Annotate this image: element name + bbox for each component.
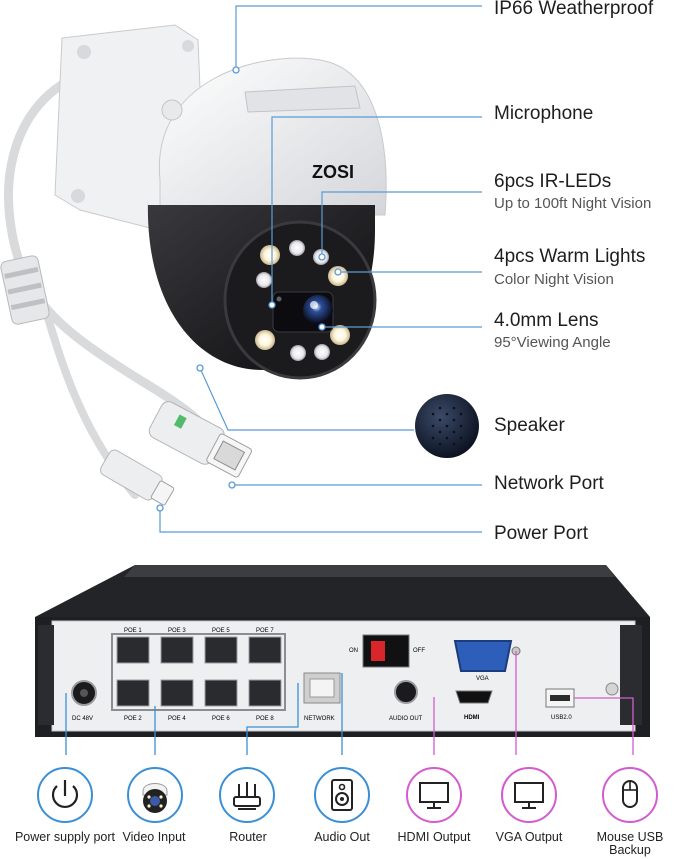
video-input-circle: [127, 767, 183, 823]
label-off: OFF: [413, 648, 425, 654]
feature-lens-subtitle: 95°Viewing Angle: [494, 334, 611, 351]
label-hdmi-output: HDMI Output: [397, 830, 471, 844]
hdmi-output-circle: [406, 767, 462, 823]
nvr-illustration: POE 1 POE 3 POE 5 POE 7 POE 2 POE 4 POE …: [35, 565, 650, 755]
feature-speaker-title: Speaker: [494, 415, 565, 436]
label-router: Router: [229, 830, 267, 844]
feature-power-port-title: Power Port: [494, 523, 588, 544]
feature-ir-leds-title: 6pcs IR-LEDs: [494, 171, 612, 192]
label-network: NETWORK: [304, 716, 335, 722]
label-poe8: POE 8: [256, 716, 274, 722]
warm-light-icon: [260, 245, 280, 265]
feature-ir-leds-subtitle: Up to 100ft Night Vision: [494, 195, 652, 212]
feature-lens-title: 4.0mm Lens: [494, 310, 599, 331]
label-vga: VGA: [476, 676, 489, 682]
label-poe3: POE 3: [168, 628, 186, 634]
router-icon: [233, 782, 261, 810]
monitor-icon: [514, 782, 544, 809]
label-poe1: POE 1: [124, 628, 142, 634]
vga-output-circle: [501, 767, 557, 823]
label-poe6: POE 6: [212, 716, 230, 722]
monitor-icon: [419, 782, 449, 809]
feature-warm-lights-subtitle: Color Night Vision: [494, 271, 614, 288]
label-poe5: POE 5: [212, 628, 230, 634]
label-mouse-usb-backup: Mouse USB Backup: [596, 830, 664, 857]
brand-logo: ZOSI: [312, 162, 354, 182]
label-vga-output: VGA Output: [495, 830, 563, 844]
label-usb: USB2.0: [551, 715, 572, 721]
label-poe7: POE 7: [256, 628, 274, 634]
feature-warm-lights-title: 4pcs Warm Lights: [494, 246, 646, 267]
label-on: ON: [349, 648, 358, 654]
label-poe2: POE 2: [124, 716, 142, 722]
feature-microphone-title: Microphone: [494, 103, 594, 124]
speaker-icon: [331, 779, 353, 811]
label-hdmi: HDMI: [464, 715, 480, 721]
mouse-icon: [622, 780, 638, 808]
label-dc48v: DC 48V: [72, 716, 93, 722]
label-power-supply-port: Power supply port: [14, 830, 116, 844]
power-icon: [51, 780, 79, 808]
power-supply-circle: [37, 767, 93, 823]
camera-illustration: ZOSI: [0, 5, 482, 533]
mouse-usb-circle: [602, 767, 658, 823]
feature-network-port-title: Network Port: [494, 473, 604, 494]
label-audio-out: AUDIO OUT: [389, 716, 423, 722]
label-video-input: Video Input: [122, 830, 186, 844]
label-audio-out: Audio Out: [314, 830, 370, 844]
router-circle: [219, 767, 275, 823]
label-poe4: POE 4: [168, 716, 186, 722]
audio-out-circle: [314, 767, 370, 823]
feature-weatherproof-title: IP66 Weatherproof: [494, 0, 654, 19]
camera-icon: [142, 783, 168, 813]
